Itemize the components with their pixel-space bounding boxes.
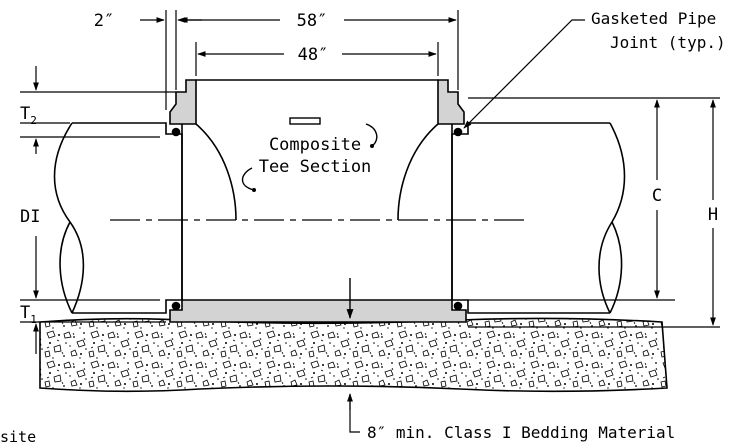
gasket-label-line1: Gasketed Pipe xyxy=(591,9,716,28)
dim-48in: 48″ xyxy=(298,45,329,65)
cut-off-text: site xyxy=(0,428,36,445)
bedding-leader xyxy=(349,394,360,433)
left-pipe xyxy=(53,122,183,314)
dim-2in: 2″ xyxy=(94,11,114,31)
right-pipe xyxy=(451,122,626,314)
right-dimensions xyxy=(468,97,720,328)
left-dimensions xyxy=(20,66,176,354)
bedding-label: 8″ min. Class I Bedding Material xyxy=(367,423,675,442)
top-slot xyxy=(289,117,321,125)
dim-di: DI xyxy=(20,207,40,227)
tee-pointer-2 xyxy=(241,167,255,191)
composite-tee xyxy=(169,79,467,323)
dim-c: C xyxy=(652,186,662,206)
dim-h: H xyxy=(708,205,718,225)
dim-58in: 58″ xyxy=(297,11,328,31)
gasket-leader xyxy=(463,19,585,129)
tee-label-line2: Tee Section xyxy=(259,157,372,177)
gasket-label-line2: Joint (typ.) xyxy=(610,33,726,52)
dim-t1: T1 xyxy=(20,303,37,326)
tee-label-line1: Composite xyxy=(269,135,361,155)
dim-t2: T2 xyxy=(20,104,37,127)
top-dimensions xyxy=(140,10,459,110)
tee-pointer-1 xyxy=(365,123,378,147)
bedding-material xyxy=(39,317,668,393)
